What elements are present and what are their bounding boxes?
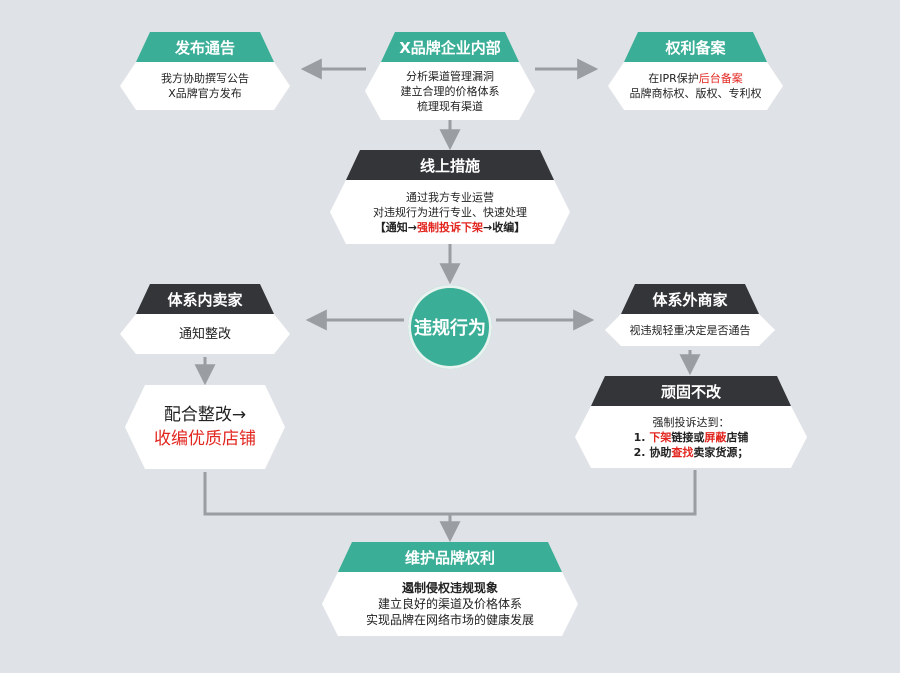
maintain-line: 实现品牌在网络市场的健康发展: [365, 613, 534, 627]
rights-filing-body: 在IPR保护后台备案 品牌商标权、版权、专利权: [608, 62, 783, 110]
external-merchants-node: 体系外商家 视违规轻重决定是否通告: [605, 284, 775, 346]
stubborn-highlight: 下架: [649, 430, 672, 444]
rights-filing-line: 品牌商标权、版权、专利权: [629, 87, 762, 100]
stubborn-intro: 强制投诉达到：: [652, 415, 730, 429]
stubborn-text: 卖家货源；: [693, 445, 749, 459]
announce-node: 发布通告 我方协助撰写公告 X品牌官方发布: [120, 32, 290, 110]
maintain-body: 遏制侵权违规现象 建立良好的渠道及价格体系 实现品牌在网络市场的健康发展: [322, 572, 578, 636]
maintain-line-bold: 遏制侵权违规现象: [401, 581, 498, 595]
stubborn-body: 强制投诉达到： 1. 下架链接或屏蔽店铺 2. 协助查找卖家货源；: [575, 406, 807, 468]
announce-line: X品牌官方发布: [168, 87, 242, 100]
announce-line: 我方协助撰写公告: [161, 72, 249, 85]
announce-title: 发布通告: [136, 32, 274, 62]
flow-suffix: →收编】: [483, 220, 526, 234]
announce-body: 我方协助撰写公告 X品牌官方发布: [120, 62, 290, 110]
merge-line: [203, 470, 697, 516]
stubborn-highlight: 查找: [671, 445, 694, 459]
flow-prefix: 【通知→: [374, 220, 417, 234]
brand-internal-node: X品牌企业内部 分析渠道管理漏洞 建立合理的价格体系 梳理现有渠道: [365, 32, 535, 120]
brand-internal-line: 分析渠道管理漏洞: [406, 69, 494, 83]
stubborn-text: 1.: [633, 430, 646, 444]
maintain-node: 维护品牌权利 遏制侵权违规现象 建立良好的渠道及价格体系 实现品牌在网络市场的健…: [322, 542, 578, 636]
external-merchants-line: 视违规轻重决定是否通告: [629, 323, 751, 337]
stubborn-text: 2. 协助: [633, 445, 672, 459]
cooperate-line: 配合整改→: [163, 405, 247, 425]
stubborn-text: 链接或: [671, 430, 705, 444]
stubborn-highlight: 屏蔽: [704, 430, 727, 444]
stubborn-item-1: 1. 下架链接或屏蔽店铺: [634, 430, 749, 445]
online-measures-flow: 【通知→强制投诉下架→收编】: [375, 220, 525, 235]
rights-filing-node: 权利备案 在IPR保护后台备案 品牌商标权、版权、专利权: [608, 32, 783, 110]
internal-sellers-node: 体系内卖家 通知整改: [120, 284, 290, 354]
external-merchants-title: 体系外商家: [621, 284, 759, 314]
online-measures-line: 对违规行为进行专业、快速处理: [373, 205, 527, 219]
online-measures-body: 通过我方专业运营 对违规行为进行专业、快速处理 【通知→强制投诉下架→收编】: [330, 180, 570, 244]
flow-highlight: 强制投诉下架: [417, 220, 483, 234]
maintain-title: 维护品牌权利: [338, 542, 562, 572]
brand-internal-line: 建立合理的价格体系: [400, 84, 500, 98]
cooperate-node: 配合整改→ 收编优质店铺: [125, 385, 285, 469]
internal-sellers-line: 通知整改: [178, 326, 231, 342]
brand-internal-body: 分析渠道管理漏洞 建立合理的价格体系 梳理现有渠道: [365, 62, 535, 120]
brand-internal-line: 梳理现有渠道: [417, 99, 483, 113]
cooperate-highlight: 收编优质店铺: [154, 429, 256, 449]
maintain-line: 建立良好的渠道及价格体系: [377, 597, 522, 611]
external-merchants-body: 视违规轻重决定是否通告: [605, 314, 775, 346]
stubborn-item-2: 2. 协助查找卖家货源；: [634, 445, 749, 460]
internal-sellers-body: 通知整改: [120, 314, 290, 354]
rights-filing-title: 权利备案: [624, 32, 767, 62]
online-measures-line: 通过我方专业运营: [406, 190, 494, 204]
stubborn-title: 顽固不改: [591, 376, 791, 406]
stubborn-text: 店铺: [726, 430, 749, 444]
internal-sellers-title: 体系内卖家: [136, 284, 274, 314]
rights-filing-text: 在IPR保护: [648, 72, 699, 85]
rights-filing-line: 在IPR保护后台备案: [648, 71, 743, 86]
online-measures-title: 线上措施: [346, 150, 554, 180]
online-measures-node: 线上措施 通过我方专业运营 对违规行为进行专业、快速处理 【通知→强制投诉下架→…: [330, 150, 570, 244]
violation-circle: 违规行为: [408, 285, 492, 369]
brand-internal-title: X品牌企业内部: [381, 32, 519, 62]
rights-filing-highlight: 后台备案: [698, 72, 743, 85]
stubborn-node: 顽固不改 强制投诉达到： 1. 下架链接或屏蔽店铺 2. 协助查找卖家货源；: [575, 376, 807, 468]
